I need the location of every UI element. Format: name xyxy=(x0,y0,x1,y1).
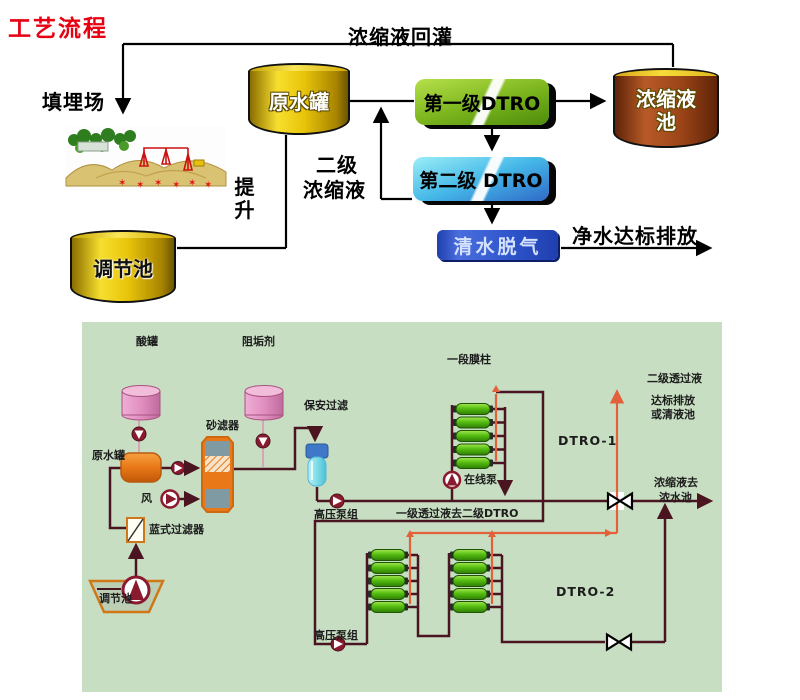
stage1-permeate-transfer-pipe xyxy=(313,390,545,646)
svg-text:✶: ✶ xyxy=(188,178,196,189)
lift-pipe xyxy=(177,135,288,250)
hp-pump-top-label: 高压泵组 xyxy=(314,508,358,521)
concentrate-pool-label-1: 浓缩液 xyxy=(636,87,696,111)
permeate-arrowheads xyxy=(406,385,613,537)
recycle-line-label: 浓缩液回灌 xyxy=(348,25,453,49)
secondary-concentrate-label-1: 二级 xyxy=(316,153,358,177)
stage2-dtro-box: 第二级 DTRO xyxy=(413,157,549,201)
degas-box: 清水脱气 xyxy=(437,230,558,260)
cartridge-filter-icon xyxy=(305,443,329,487)
dtro2-label: DTRO-2 xyxy=(556,584,616,599)
hp-pump-top-icon xyxy=(329,493,345,509)
acid-tank-label: 酸罐 xyxy=(136,335,158,348)
concentrate-pool-label-2: 池 xyxy=(656,110,676,134)
acid-dosing-pump-icon xyxy=(131,426,147,442)
dtro2-bank2 xyxy=(450,549,490,613)
tank-transfer-pump-icon xyxy=(171,461,185,475)
svg-text:✶: ✶ xyxy=(204,180,212,191)
top-flow-lines xyxy=(114,42,713,257)
stage2-dtro-label: 第二级 DTRO xyxy=(419,169,543,192)
pond-to-tank-pipe xyxy=(108,466,126,530)
air-label: 风 xyxy=(141,492,152,505)
concentrate-out-label-1: 浓缩液去 xyxy=(654,476,698,489)
svg-text:✶: ✶ xyxy=(172,180,180,191)
concentrate-out-label-2: 浓水池 xyxy=(659,491,692,504)
landfill-image: ✶ ✶ ✶ ✶ ✶ ✶ xyxy=(65,126,227,191)
discharge-option-label-1: 达标排放 xyxy=(651,394,695,407)
sandfilter-to-cartridge-pipe xyxy=(233,426,315,471)
dtro1-membrane-bank xyxy=(453,403,493,469)
raw-water-tank: 原水罐 xyxy=(248,63,350,135)
svg-text:✶: ✶ xyxy=(136,180,144,191)
adjust-tank-label: 调节池 xyxy=(93,257,153,281)
discharge-label: 净水达标排放 xyxy=(572,224,698,248)
hp-pump-bottom-icon xyxy=(330,636,346,652)
bank2-concentrate-pipe xyxy=(500,555,605,644)
sand-filter-icon xyxy=(201,436,234,513)
discharge-option-label-2: 或清液池 xyxy=(651,408,695,421)
basket-filter-label: 蓝式过滤器 xyxy=(149,523,204,536)
svg-text:✶: ✶ xyxy=(154,178,162,189)
dtro2-valve-icon xyxy=(605,632,633,652)
concentrate-pool-tank: 浓缩液 池 xyxy=(613,68,719,148)
svg-text:✶: ✶ xyxy=(118,178,126,189)
landfill-label: 填埋场 xyxy=(42,90,105,114)
pond-pump-icon xyxy=(121,575,151,605)
bank1-to-bank2-pipe xyxy=(416,553,451,638)
pid-raw-tank-label: 原水罐 xyxy=(92,449,125,462)
stage1-permeate-transfer-label: 一级透过液去二级DTRO xyxy=(396,507,519,520)
dtro1-label: DTRO-1 xyxy=(558,433,618,448)
sand-filter-label: 砂滤器 xyxy=(206,419,239,432)
acid-tank-icon xyxy=(121,385,161,421)
air-blower-icon xyxy=(160,489,180,509)
dtro2-bank1 xyxy=(368,549,408,613)
landfill-wells xyxy=(138,147,194,171)
hp-pump-bottom-label: 高压泵组 xyxy=(314,629,358,642)
degas-label: 清水脱气 xyxy=(453,235,542,258)
pid-raw-water-tank-icon xyxy=(120,452,162,483)
adjust-tank: 调节池 xyxy=(70,230,176,303)
antiscalant-tank-icon xyxy=(244,385,284,421)
stage1-column-label: 一段膜柱 xyxy=(447,353,491,366)
raw-water-tank-label: 原水罐 xyxy=(269,89,329,114)
online-pump-label: 在线泵 xyxy=(464,473,497,486)
gas-flares: ✶ ✶ ✶ ✶ ✶ ✶ xyxy=(118,178,212,191)
lift-label: 提升 xyxy=(234,175,256,222)
online-pump-icon xyxy=(442,470,462,490)
secondary-concentrate-label-2: 浓缩液 xyxy=(303,178,366,202)
permeate2-label: 二级透过液 xyxy=(647,372,702,385)
landfill-sign xyxy=(77,141,109,152)
cartridge-filter-label: 保安过滤 xyxy=(304,399,348,412)
stage1-dtro-box: 第一级DTRO xyxy=(415,79,549,125)
stage1-dtro-label: 第一级DTRO xyxy=(423,92,541,115)
antiscalant-dosing-pump-icon xyxy=(255,433,271,449)
excavator xyxy=(193,159,205,167)
permeate-lines xyxy=(408,389,625,604)
page-title: 工艺流程 xyxy=(8,16,108,42)
antiscalant-label: 阻垢剂 xyxy=(242,335,275,348)
basket-filter-icon xyxy=(126,517,145,543)
main-line-valve-icon xyxy=(606,491,634,511)
pond-label: 调节池 xyxy=(99,592,132,605)
